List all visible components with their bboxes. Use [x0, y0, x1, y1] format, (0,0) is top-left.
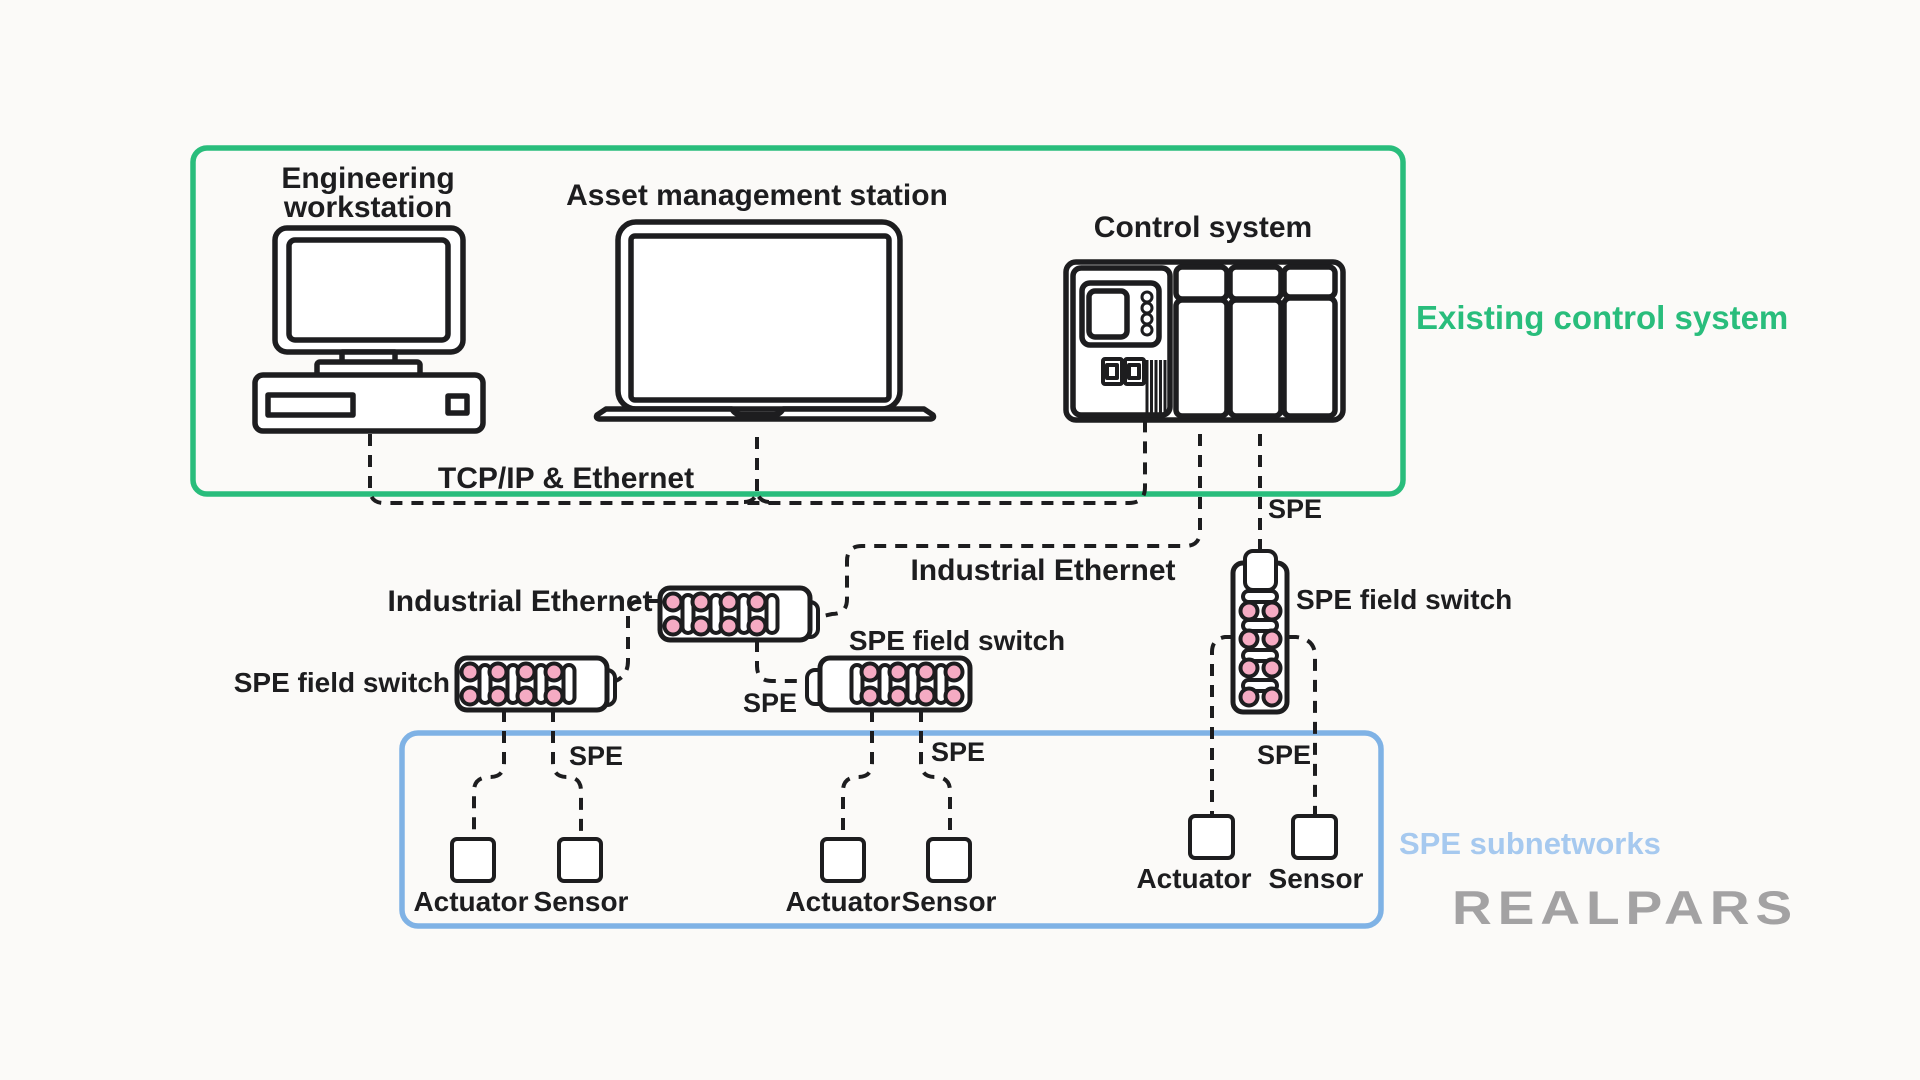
- middle-actuator-drop-line: [841, 710, 874, 838]
- right-sensor-icon: [1291, 814, 1338, 860]
- left-actuator-drop-line: [472, 710, 506, 838]
- spe-field-switch-middle-top-icon: [657, 585, 820, 643]
- spe-field-switch-left-icon: [454, 655, 617, 713]
- spe-subnetworks-label: SPE subnetworks: [1399, 826, 1661, 861]
- industrial-ethernet-upper-label: Industrial Ethernet: [910, 554, 1175, 587]
- middle-actuator-label: Actuator: [785, 886, 900, 917]
- left-sensor-drop-line: [551, 710, 583, 838]
- left-sensor-icon: [557, 837, 603, 883]
- existing-control-system-box: [190, 145, 1406, 497]
- middle-actuator-icon: [820, 837, 866, 883]
- realpars-logo: REALPARS: [1452, 881, 1798, 934]
- connection-lines: [368, 421, 1317, 838]
- industrial-ethernet-lower-line: [612, 599, 660, 684]
- spe-field-switch-right-label: SPE field switch: [1296, 584, 1512, 615]
- tcpip-ethernet-bus-line: [368, 421, 1147, 505]
- engineering-workstation-label-line2: workstation: [283, 191, 452, 224]
- spe-group-middle-label: SPE: [931, 737, 985, 767]
- spe-subnetworks-box: [399, 730, 1384, 929]
- middle-sensor-icon: [926, 837, 972, 883]
- spe-inter-switch-line: [755, 640, 801, 683]
- asset-management-laptop-icon: [593, 219, 937, 422]
- left-sensor-label: Sensor: [534, 886, 629, 917]
- spe-group-right-label: SPE: [1257, 740, 1311, 770]
- spe-field-switch-middle-bottom-icon: [805, 655, 973, 713]
- left-actuator-label: Actuator: [413, 886, 528, 917]
- engineering-workstation-icon: [252, 225, 486, 434]
- right-sensor-drop-line: [1287, 635, 1317, 814]
- tcpip-ethernet-label: TCP/IP & Ethernet: [438, 462, 694, 495]
- middle-sensor-drop-line: [919, 710, 952, 838]
- spe-inter-switch-label: SPE: [743, 688, 797, 718]
- device-squares: [450, 814, 1338, 883]
- control-system-icon: [1063, 259, 1346, 423]
- right-actuator-label: Actuator: [1136, 863, 1251, 894]
- right-sensor-label: Sensor: [1269, 863, 1364, 894]
- engineering-workstation-label-line1: Engineering: [281, 162, 454, 195]
- existing-control-system-label: Existing control system: [1416, 299, 1788, 336]
- industrial-ethernet-upper-line: [822, 434, 1202, 618]
- industrial-ethernet-lower-label: Industrial Ethernet: [387, 585, 652, 618]
- spe-group-left-label: SPE: [569, 741, 623, 771]
- spe-field-switch-middle-label: SPE field switch: [849, 625, 1065, 656]
- spe-field-switch-right-icon: [1230, 549, 1290, 715]
- control-system-label: Control system: [1094, 211, 1312, 244]
- asset-management-station-label: Asset management station: [566, 179, 948, 212]
- right-actuator-drop-line: [1210, 635, 1233, 814]
- spe-field-switch-left-label: SPE field switch: [234, 667, 450, 698]
- left-actuator-icon: [450, 837, 496, 883]
- middle-sensor-label: Sensor: [902, 886, 997, 917]
- asset-station-drop-line: [743, 437, 771, 504]
- right-actuator-icon: [1188, 814, 1235, 860]
- spe-control-drop-label: SPE: [1268, 494, 1322, 524]
